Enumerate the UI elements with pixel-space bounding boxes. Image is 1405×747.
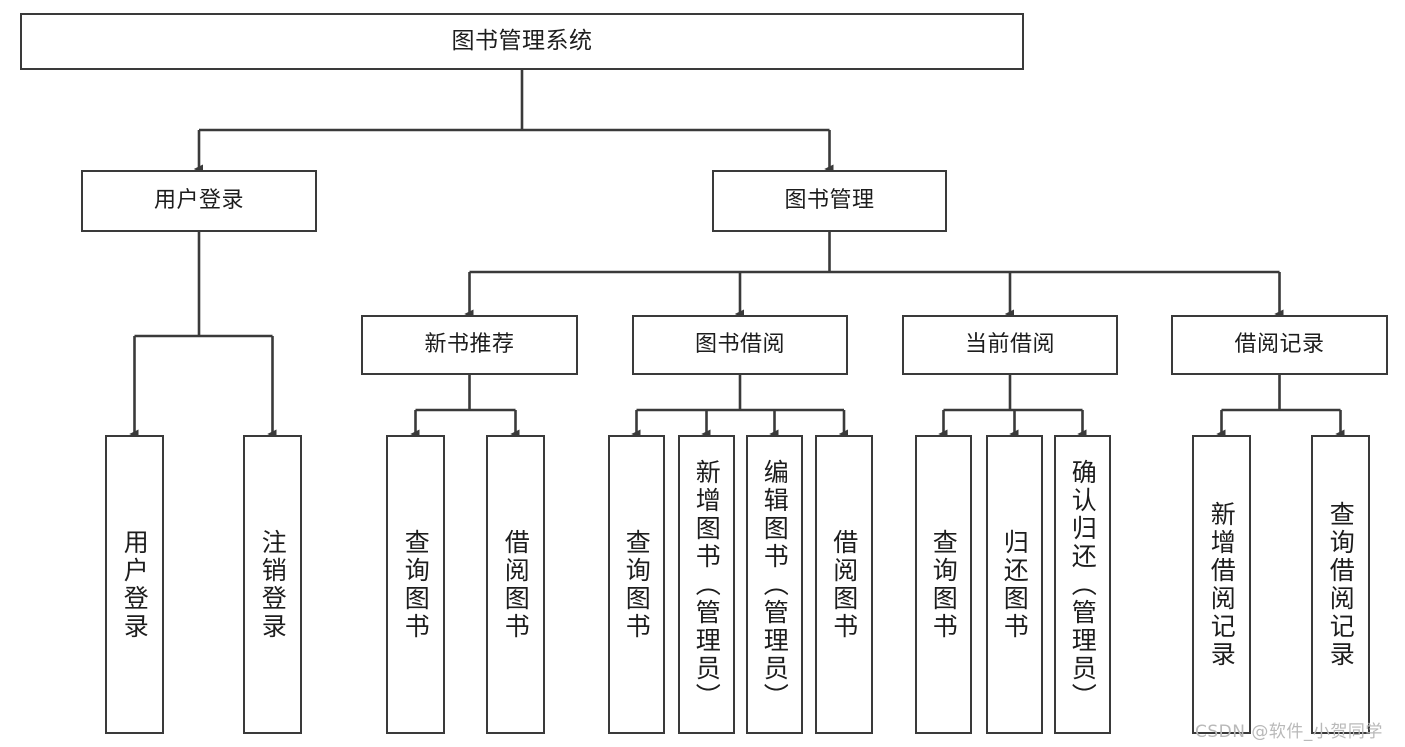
- csdn-watermark: CSDN @软件_小贺同学: [1195, 722, 1383, 742]
- node-label: 新增借阅记录: [1207, 500, 1237, 669]
- node-leaf-cur-return-book[interactable]: 归还图书: [986, 435, 1043, 734]
- node-new-book-recommend[interactable]: 新书推荐: [361, 315, 578, 375]
- node-label: 图书管理: [784, 187, 875, 213]
- node-borrow-record[interactable]: 借阅记录: [1171, 315, 1388, 375]
- node-label: 借阅记录: [1234, 331, 1325, 357]
- node-leaf-borrow-borrow-book[interactable]: 借阅图书: [815, 435, 873, 734]
- node-current-borrow[interactable]: 当前借阅: [902, 315, 1118, 375]
- node-label: 当前借阅: [964, 331, 1055, 357]
- node-label: 新书推荐: [424, 331, 515, 357]
- node-label: 编辑图书（管理员）: [760, 458, 790, 711]
- node-label: 用户登录: [120, 528, 150, 641]
- node-leaf-borrow-query-book[interactable]: 查询图书: [608, 435, 665, 734]
- node-root[interactable]: 图书管理系统: [20, 13, 1024, 70]
- node-leaf-borrow-edit-book[interactable]: 编辑图书（管理员）: [746, 435, 803, 734]
- node-leaf-rec-query-record[interactable]: 查询借阅记录: [1311, 435, 1370, 734]
- node-label: 查询借阅记录: [1326, 500, 1356, 669]
- node-user-login[interactable]: 用户登录: [81, 170, 317, 232]
- node-leaf-cur-query-book[interactable]: 查询图书: [915, 435, 972, 734]
- node-label: 确认归还（管理员）: [1068, 458, 1098, 711]
- node-leaf-user-logout[interactable]: 注销登录: [243, 435, 302, 734]
- node-label: 用户登录: [153, 187, 244, 213]
- node-label: 查询图书: [622, 528, 652, 641]
- node-label: 注销登录: [258, 528, 288, 641]
- node-label: 归还图书: [1000, 528, 1030, 641]
- node-label: 查询图书: [929, 528, 959, 641]
- node-label: 新增图书（管理员）: [692, 458, 722, 711]
- node-label: 借阅图书: [829, 528, 859, 641]
- node-leaf-rec-add-record[interactable]: 新增借阅记录: [1192, 435, 1251, 734]
- node-book-manage[interactable]: 图书管理: [712, 170, 947, 232]
- node-label: 图书管理系统: [451, 27, 593, 54]
- node-leaf-rec-query-book[interactable]: 查询图书: [386, 435, 445, 734]
- node-leaf-user-login[interactable]: 用户登录: [105, 435, 164, 734]
- node-label: 查询图书: [401, 528, 431, 641]
- node-book-borrow[interactable]: 图书借阅: [632, 315, 848, 375]
- node-leaf-borrow-add-book[interactable]: 新增图书（管理员）: [678, 435, 735, 734]
- node-leaf-cur-confirm-return[interactable]: 确认归还（管理员）: [1054, 435, 1111, 734]
- node-label: 图书借阅: [694, 331, 785, 357]
- node-label: 借阅图书: [501, 528, 531, 641]
- node-leaf-rec-borrow-book[interactable]: 借阅图书: [486, 435, 545, 734]
